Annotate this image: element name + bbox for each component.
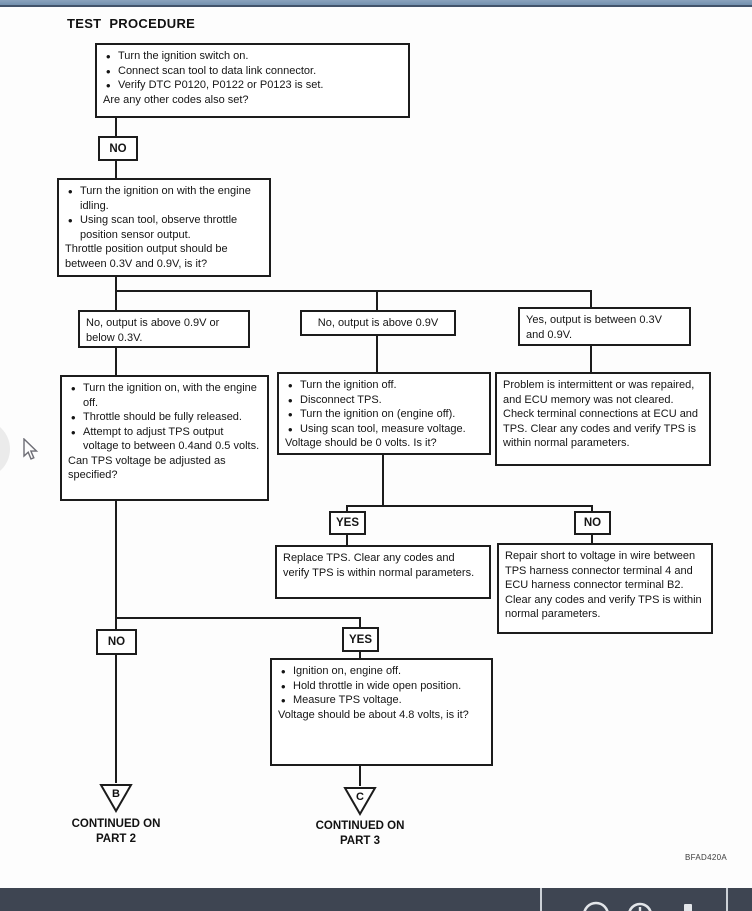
connector-line xyxy=(590,292,592,307)
box-question: Voltage should be 0 volts. Is it? xyxy=(285,437,437,450)
connector-line xyxy=(590,346,592,372)
connector-line xyxy=(346,505,593,507)
caption-line: PART 3 xyxy=(339,835,381,847)
caption-line: CONTINUED ON xyxy=(71,818,161,830)
connector-line xyxy=(346,535,348,545)
bullet-item: Disconnect TPS. xyxy=(285,392,483,409)
bullet-item: Measure TPS voltage. xyxy=(278,692,485,709)
caption-line: PART 2 xyxy=(95,833,137,845)
box-question: Can TPS voltage be adjusted as specified… xyxy=(68,454,226,482)
bullet-list: Turn the ignition switch on. Connect sca… xyxy=(103,48,402,94)
bullet-list: Turn the ignition on with the engine idl… xyxy=(65,183,263,242)
bullet-list: Ignition on, engine off. Hold throttle i… xyxy=(278,663,485,709)
decision-label-yes-1: YES xyxy=(329,511,366,535)
box-question: Voltage should be about 4.8 volts, is it… xyxy=(278,708,469,721)
flow-box-adjust: Turn the ignition on, with the engine of… xyxy=(60,375,269,501)
decision-label-yes-2: YES xyxy=(342,627,379,652)
connector-line xyxy=(359,618,361,627)
connector-letter-c: C xyxy=(356,791,364,803)
bullet-item: Verify DTC P0120, P0122 or P0123 is set. xyxy=(103,77,402,94)
connector-line xyxy=(115,117,117,136)
window-top-bar xyxy=(0,0,752,7)
bullet-list: Turn the ignition off. Disconnect TPS. T… xyxy=(285,377,483,438)
bullet-item: Turn the ignition on with the engine idl… xyxy=(65,183,263,213)
bullet-item: Throttle should be fully released. xyxy=(68,409,261,426)
connector-line xyxy=(359,766,361,786)
connector-line xyxy=(376,292,378,310)
flow-box-repair: Repair short to voltage in wire between … xyxy=(497,543,713,634)
connector-line xyxy=(115,161,117,178)
history-button[interactable] xyxy=(620,888,660,911)
flow-box-replace: Replace TPS. Clear any codes and verify … xyxy=(275,545,491,599)
flow-box-start: Turn the ignition switch on. Connect sca… xyxy=(95,43,410,118)
mouse-cursor xyxy=(23,438,39,460)
triangle-shape xyxy=(99,784,133,813)
triangle-shape xyxy=(343,787,377,816)
flow-box-branch-left: No, output is above 0.9V or below 0.3V. xyxy=(78,310,250,348)
flow-box-intermittent: Problem is intermittent or was repaired,… xyxy=(495,372,711,466)
connector-line xyxy=(115,348,117,375)
connector-line xyxy=(115,617,361,619)
connector-line xyxy=(382,455,384,506)
connector-line xyxy=(376,336,378,372)
bullet-item: Connect scan tool to data link connector… xyxy=(103,63,402,80)
caption-line: CONTINUED ON xyxy=(315,820,405,832)
flow-box-branch-right: Yes, output is between 0.3V and 0.9V. xyxy=(518,307,691,346)
bullet-item: Turn the ignition on (engine off). xyxy=(285,406,483,423)
flow-box-wide-open: Ignition on, engine off. Hold throttle i… xyxy=(270,658,493,766)
bullet-item: Turn the ignition switch on. xyxy=(103,48,402,65)
bullet-item: Hold throttle in wide open position. xyxy=(278,678,485,695)
toolbar-separator xyxy=(726,888,728,911)
connector-line xyxy=(591,535,593,543)
decision-label-no-1: NO xyxy=(98,136,138,161)
decision-label-no-2: NO xyxy=(574,511,611,535)
flow-box-disconnect: Turn the ignition off. Disconnect TPS. T… xyxy=(277,372,491,455)
decision-label-no-3: NO xyxy=(96,629,137,655)
box-text: Repair short to voltage in wire between … xyxy=(505,550,696,592)
box-text: Clear any codes and verify TPS is within… xyxy=(505,593,702,621)
bullet-item: Turn the ignition off. xyxy=(285,377,483,394)
connector-line xyxy=(115,290,592,292)
box-question: Throttle position output should be betwe… xyxy=(65,243,228,270)
connector-line xyxy=(115,655,117,783)
connector-line xyxy=(346,506,348,511)
clock-icon xyxy=(628,902,652,911)
figure-code: BFAD420A xyxy=(685,853,727,862)
flow-box-idle-check: Turn the ignition on with the engine idl… xyxy=(57,178,271,277)
connector-letter-b: B xyxy=(112,788,120,800)
connector-line xyxy=(591,506,593,511)
bullet-item: Using scan tool, observe throttle positi… xyxy=(65,212,263,242)
connector-line xyxy=(115,501,117,629)
offpage-connector-b: B xyxy=(99,784,133,813)
connector-line xyxy=(115,277,117,310)
cursor-arrow xyxy=(23,438,39,460)
search-icon xyxy=(583,901,609,911)
bottom-toolbar xyxy=(0,888,752,911)
search-button[interactable] xyxy=(576,888,616,911)
page-title: TEST PROCEDURE xyxy=(67,16,196,31)
continuation-caption-b: CONTINUED ON PART 2 xyxy=(46,817,186,847)
add-button[interactable] xyxy=(666,888,706,911)
offpage-connector-c: C xyxy=(343,787,377,816)
connector-line xyxy=(359,652,361,658)
flow-box-branch-mid: No, output is above 0.9V xyxy=(300,310,456,336)
box-question: Are any other codes also set? xyxy=(103,93,249,106)
bullet-list: Turn the ignition on, with the engine of… xyxy=(68,380,261,454)
bullet-item: Turn the ignition on, with the engine of… xyxy=(68,380,261,410)
bullet-item: Ignition on, engine off. xyxy=(278,663,485,680)
toolbar-separator xyxy=(540,888,542,911)
plus-icon xyxy=(684,904,692,911)
continuation-caption-c: CONTINUED ON PART 3 xyxy=(290,819,430,849)
bullet-item: Using scan tool, measure voltage. xyxy=(285,421,483,438)
bullet-item: Attempt to adjust TPS output voltage to … xyxy=(68,424,261,454)
left-edge-nav-button[interactable] xyxy=(0,420,10,478)
